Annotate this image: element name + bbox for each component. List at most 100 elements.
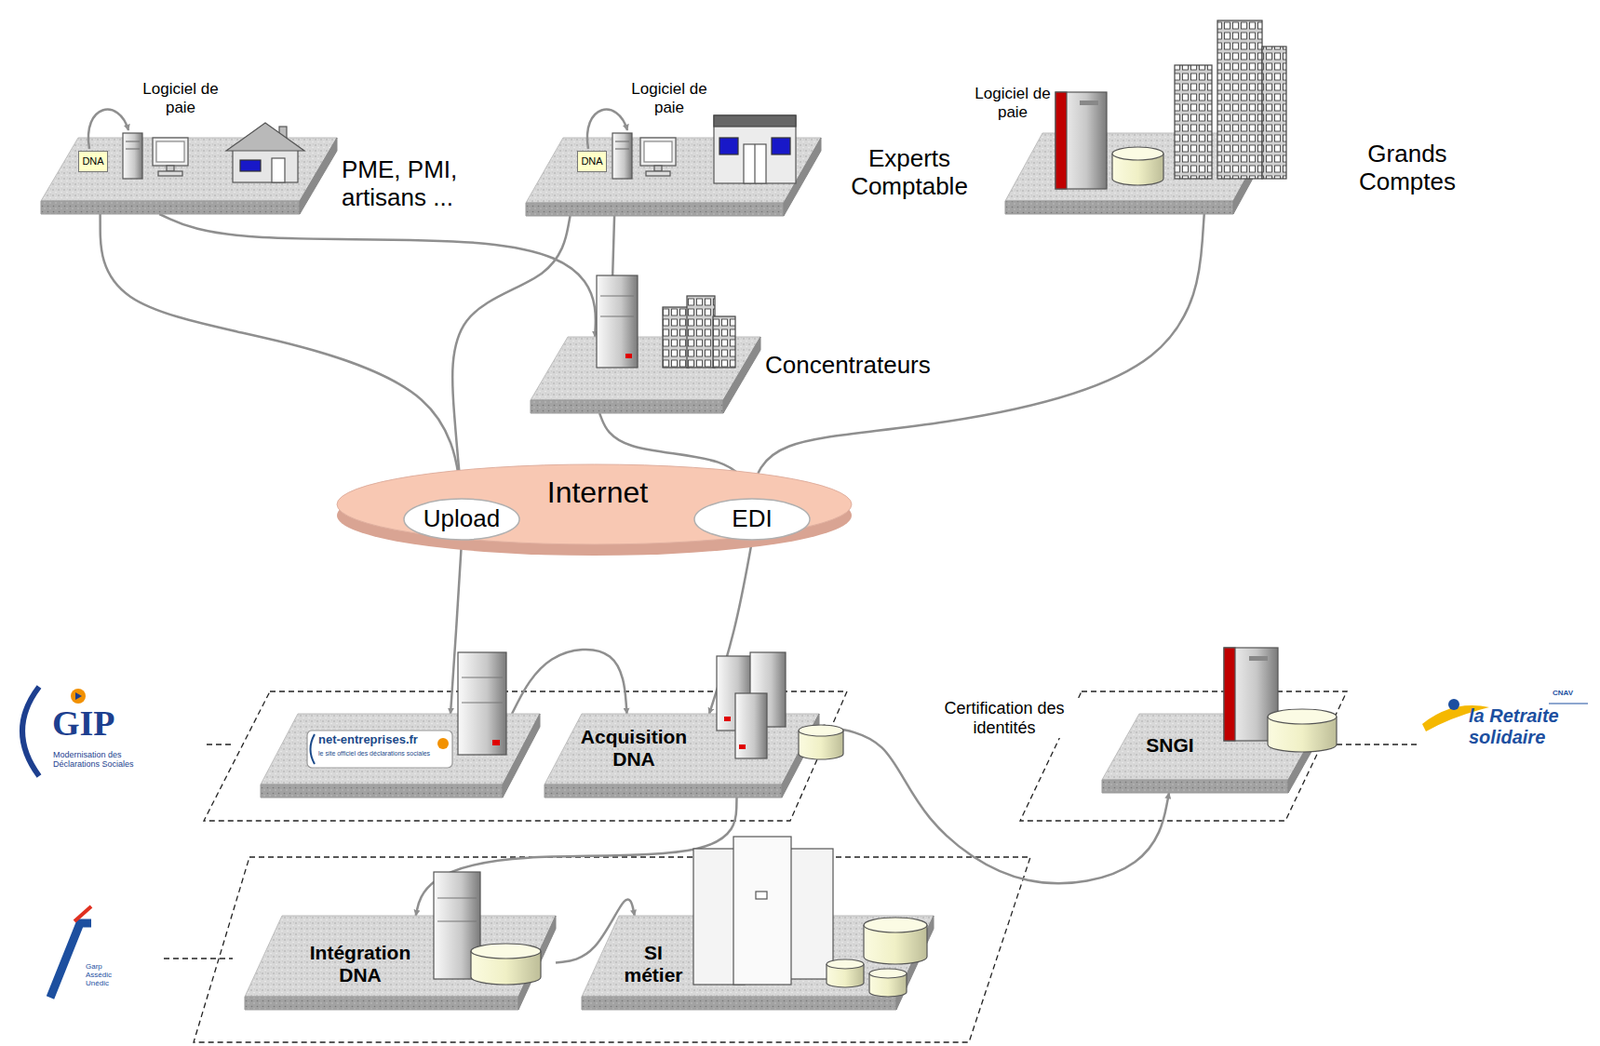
flow-arrow xyxy=(709,540,753,714)
server-icon xyxy=(596,275,638,368)
portal-platform: net-entreprises.fr le site officiel des d… xyxy=(260,713,540,798)
node-outline xyxy=(581,915,934,1010)
node-label: PME, PMI, artisans ... xyxy=(341,156,498,213)
business-platform: SI métier xyxy=(581,915,934,1010)
client-platform: Logiciel de paieDNAPME, PMI, artisans ..… xyxy=(40,137,337,215)
server-icon xyxy=(457,652,507,755)
loop-arrow xyxy=(88,109,628,149)
node-outline xyxy=(1102,713,1326,794)
integration-platform: Intégration DNA xyxy=(244,915,556,1010)
node-label: EDI xyxy=(693,505,811,534)
building-icon xyxy=(1174,20,1287,179)
node-outline xyxy=(40,137,337,215)
acquisition-platform: Acquisition DNA xyxy=(544,713,820,798)
protocol-ellipse: EDI xyxy=(693,497,811,541)
platform-side xyxy=(781,713,820,798)
platform-front xyxy=(530,400,724,414)
flow-arrow xyxy=(159,214,596,337)
platform-side xyxy=(502,713,540,798)
logo-text: Modernisation des Déclarations Sociales xyxy=(53,750,147,770)
flow-arrow xyxy=(100,214,462,498)
node-label: SNGI xyxy=(1128,734,1212,757)
logo-mark xyxy=(22,686,1588,998)
platform-top xyxy=(544,713,820,785)
node-outline xyxy=(530,336,761,414)
flow-arrow xyxy=(511,649,628,714)
platform-side xyxy=(896,915,934,1010)
node-label: net-entreprises.fr xyxy=(318,733,444,748)
flow-arrow xyxy=(452,215,570,498)
node-outline xyxy=(525,137,821,216)
logo-text: la Retraite solidaire xyxy=(1468,705,1588,749)
platform-side xyxy=(1288,713,1326,794)
ellipse-outline xyxy=(403,498,520,540)
node-label: Concentrateurs xyxy=(765,351,948,380)
platform-top xyxy=(581,915,934,997)
mainframe-icon xyxy=(1055,92,1164,189)
platform-top xyxy=(40,137,337,202)
platform-top xyxy=(244,915,556,997)
logo-text: GIP xyxy=(52,703,136,745)
platform-side xyxy=(1233,133,1271,215)
document-note: DNA xyxy=(78,150,108,173)
ellipse-outline xyxy=(694,498,810,540)
platform-front xyxy=(581,996,897,1010)
node-label: Acquisition DNA xyxy=(570,726,698,771)
flow-arrow xyxy=(819,726,1170,885)
logo-mark xyxy=(310,734,316,765)
node-label: SI métier xyxy=(617,941,690,987)
building-icon xyxy=(662,295,736,368)
platform-side xyxy=(723,336,761,414)
workstation-icon xyxy=(122,133,189,179)
node-label: Upload xyxy=(403,505,521,534)
platform-front xyxy=(544,784,782,798)
house-icon xyxy=(226,122,305,183)
platform-top xyxy=(1005,133,1271,202)
platform-top xyxy=(525,137,821,203)
client-platform: Logiciel de paieDNAExperts Comptable xyxy=(525,137,821,216)
platform-side xyxy=(299,137,337,215)
edge-label: Certification des identités xyxy=(921,698,1088,739)
node-label: Logiciel de paie xyxy=(626,80,713,117)
logo-text: CNAV xyxy=(1552,688,1590,698)
platform-front xyxy=(1005,201,1234,215)
client-platform: Logiciel de paieGrands Comptes xyxy=(1005,133,1271,215)
mainframe-icon xyxy=(1223,647,1337,753)
platform-side xyxy=(783,137,821,216)
logo-mark xyxy=(437,738,449,750)
node-label: Internet xyxy=(527,475,668,511)
platform-top xyxy=(1102,713,1326,780)
rack-icon xyxy=(693,836,928,997)
platform-front xyxy=(525,202,784,216)
node-label: Experts Comptable xyxy=(834,145,984,202)
flow-arrow xyxy=(416,797,738,916)
node-outline xyxy=(1005,133,1271,215)
platform-front xyxy=(260,784,503,798)
ellipse-top xyxy=(336,464,852,545)
node-label: Logiciel de paie xyxy=(969,84,1056,122)
flow-arrow xyxy=(752,214,1205,498)
dashed-region xyxy=(163,691,1417,1043)
internet-ellipse: InternetUpload EDI xyxy=(336,464,852,556)
protocol-ellipse: Upload xyxy=(403,497,521,541)
platform-front xyxy=(1102,779,1289,794)
logo-text: Garp Assédic Unédic xyxy=(85,962,129,989)
platform-top xyxy=(260,713,540,785)
concentrator-platform: Concentrateurs xyxy=(530,336,761,414)
office-icon xyxy=(713,115,796,184)
server-icon xyxy=(433,872,541,985)
platform-top xyxy=(530,336,761,401)
node-label: le site officiel des déclarations social… xyxy=(318,750,458,758)
node-label: Logiciel de paie xyxy=(137,80,224,117)
flow-arrow xyxy=(610,215,615,337)
logo-box xyxy=(307,730,453,768)
platform-front xyxy=(40,201,300,215)
platform-side xyxy=(518,915,556,1010)
sngi-platform: SNGI xyxy=(1102,713,1326,794)
flow-arrow xyxy=(450,540,462,714)
platform-front xyxy=(244,996,519,1010)
node-label: Intégration DNA xyxy=(289,941,431,987)
document-note: DNA xyxy=(577,150,607,173)
